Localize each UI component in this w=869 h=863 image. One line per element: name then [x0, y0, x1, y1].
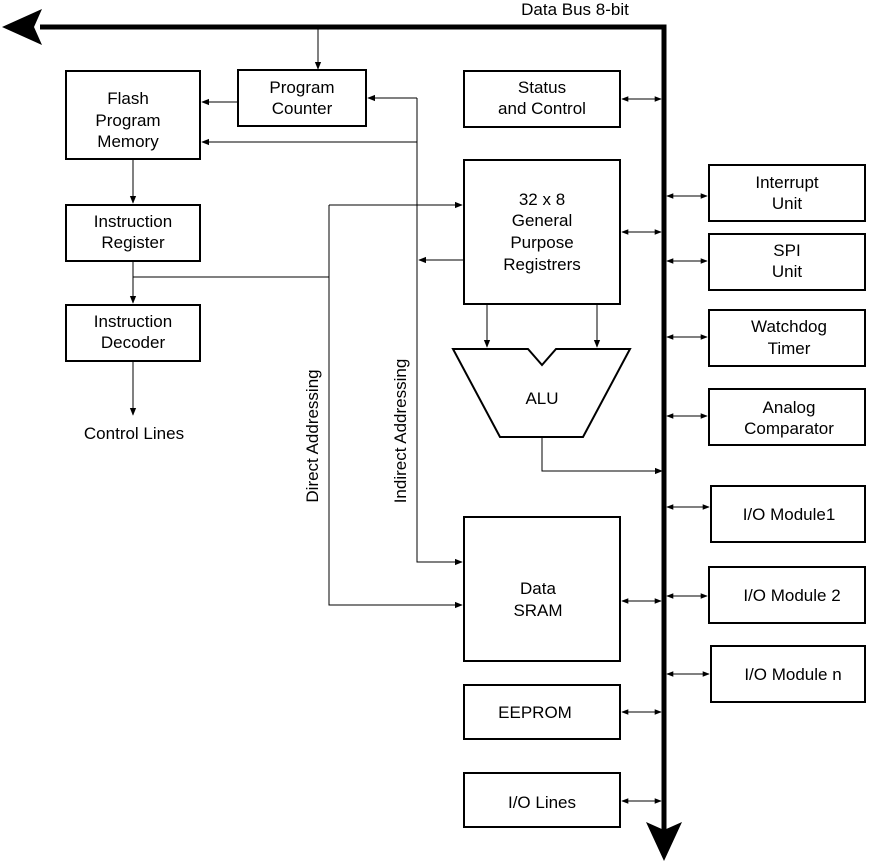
program-counter-block: Program Counter [237, 69, 367, 127]
program-counter-line1: Program [269, 78, 334, 97]
data-sram-block: Data SRAM [463, 516, 621, 662]
connections [129, 27, 710, 804]
watchdog-timer-block: Watchdog Timer [708, 309, 866, 367]
flash-memory-line1: Flash [107, 89, 149, 108]
program-counter-line2: Counter [272, 99, 333, 118]
eeprom-label: EEPROM [498, 703, 572, 722]
interrupt-unit-line2: Unit [772, 194, 803, 213]
io-module1-block: I/O Module1 [710, 485, 866, 543]
direct-addressing-label: Direct Addressing [303, 369, 322, 502]
alu-label: ALU [525, 389, 558, 408]
eeprom-block: EEPROM [463, 684, 621, 740]
interrupt-unit-line1: Interrupt [755, 173, 819, 192]
watchdog-timer-line1: Watchdog [751, 317, 827, 336]
data-sram-line1: Data [520, 579, 556, 598]
instruction-register-block: Instruction Register [65, 204, 201, 262]
instruction-register-line2: Register [101, 233, 165, 252]
control-lines-label: Control Lines [84, 424, 184, 443]
gp-registers-line4: Registrers [503, 255, 580, 274]
interrupt-unit-block: Interrupt Unit [708, 164, 866, 222]
indirect-addressing-to-sram-arrow [416, 98, 463, 566]
spi-unit-block: SPI Unit [708, 233, 866, 291]
instruction-decoder-line1: Instruction [94, 312, 172, 331]
indirect-addressing-label: Indirect Addressing [391, 359, 410, 504]
io-module2-label: I/O Module 2 [743, 586, 840, 605]
flash-memory-block: Flash Program Memory [65, 70, 201, 160]
io-lines-label: I/O Lines [508, 793, 576, 812]
bus-arrow-down-icon [646, 822, 682, 861]
direct-addressing-to-sram-arrow [328, 205, 463, 609]
data-bus-label: Data Bus 8-bit [521, 0, 629, 19]
io-module1-label: I/O Module1 [743, 505, 836, 524]
flash-memory-line3: Memory [97, 132, 159, 151]
io-modulen-block: I/O Module n [710, 645, 866, 703]
io-modulen-label: I/O Module n [744, 665, 841, 684]
gp-registers-block: 32 x 8 General Purpose Registrers [463, 159, 621, 305]
status-control-line2: and Control [498, 99, 586, 118]
watchdog-timer-line2: Timer [768, 339, 811, 358]
spi-unit-line1: SPI [773, 241, 800, 260]
alu-to-bus-arrow [541, 437, 663, 475]
analog-comparator-block: Analog Comparator [708, 388, 866, 446]
io-module2-block: I/O Module 2 [708, 566, 866, 624]
gp-registers-line3: Purpose [510, 233, 573, 252]
instruction-decoder-block: Instruction Decoder [65, 304, 201, 362]
flash-memory-line2: Program [95, 111, 160, 130]
bus-arrow-left-icon [2, 9, 42, 45]
gp-registers-line2: General [512, 211, 572, 230]
data-sram-line2: SRAM [513, 601, 562, 620]
gp-registers-line1: 32 x 8 [519, 190, 565, 209]
io-lines-block: I/O Lines [463, 772, 621, 828]
instruction-register-line1: Instruction [94, 212, 172, 231]
instruction-decoder-line2: Decoder [101, 333, 166, 352]
analog-comparator-line1: Analog [763, 398, 816, 417]
status-control-line1: Status [518, 78, 566, 97]
alu-block: ALU [451, 348, 632, 438]
data-bus: Data Bus 8-bit [2, 0, 682, 861]
spi-unit-line2: Unit [772, 262, 803, 281]
analog-comparator-line2: Comparator [744, 419, 834, 438]
status-control-block: Status and Control [463, 70, 621, 128]
